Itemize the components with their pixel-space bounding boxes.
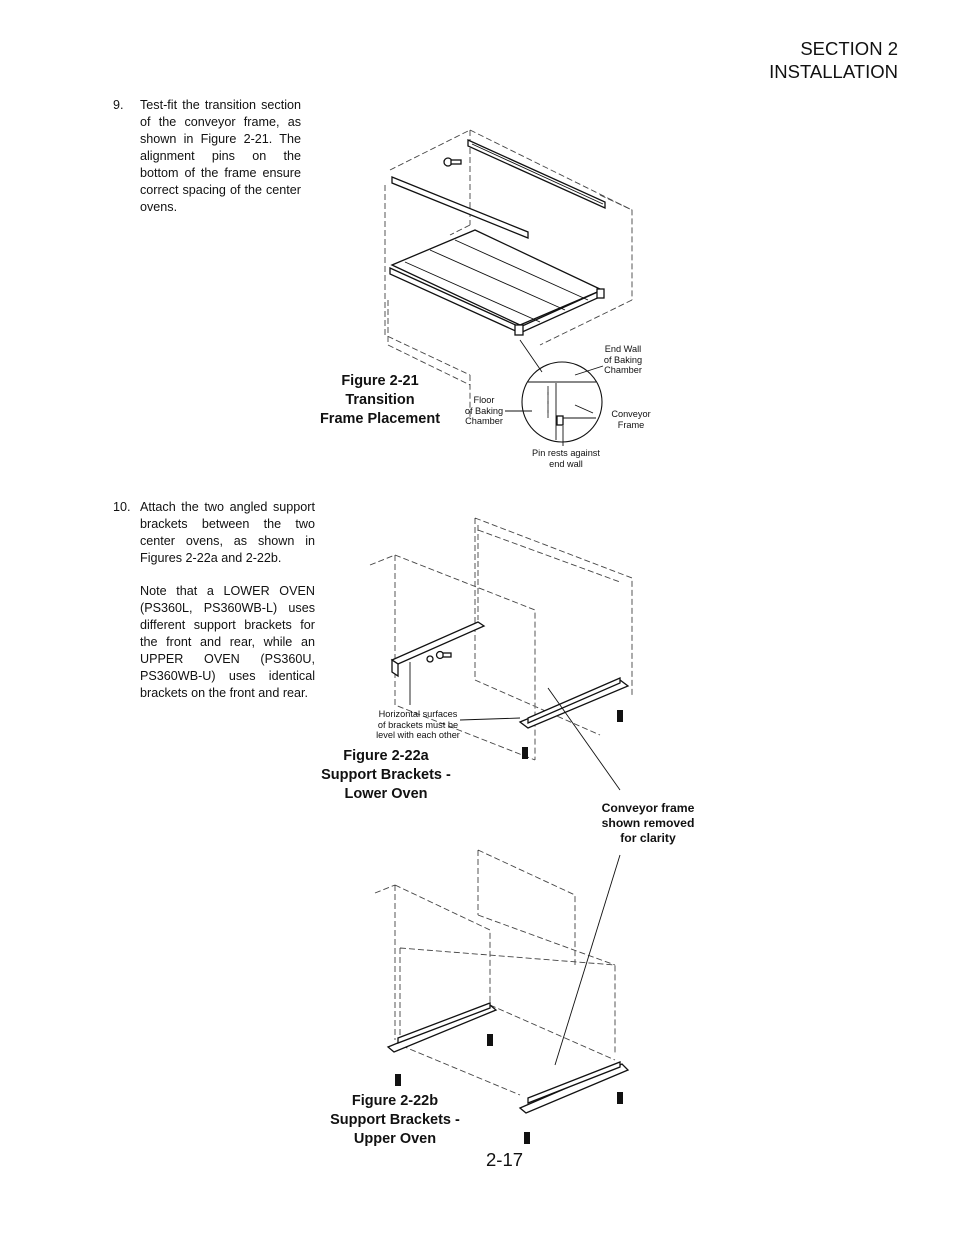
caption-line: Support Brackets - xyxy=(321,767,451,783)
figure-2-22b-caption: Figure 2-22b Support Brackets - Upper Ov… xyxy=(318,1092,472,1149)
callout-line: Conveyor xyxy=(611,409,651,419)
step-note: Note that a LOWER OVEN (PS360L, PS360WB-… xyxy=(140,584,315,700)
caption-line: Figure 2-22b xyxy=(351,1093,439,1109)
section-header: SECTION 2 INSTALLATION xyxy=(769,37,898,83)
callout-horizontal-surfaces: Horizontal surfaces of brackets must be … xyxy=(368,709,468,741)
step-10: 10. Attach the two angled support bracke… xyxy=(113,499,315,702)
callout-pin: Pin rests against end wall xyxy=(520,448,612,469)
callout-line: of brackets must be xyxy=(377,719,459,730)
note-line: shown removed xyxy=(601,816,695,830)
figure-2-21-drawing xyxy=(384,129,633,446)
callout-end-wall: End Wall of Baking Chamber xyxy=(593,344,653,376)
caption-line: Transition xyxy=(345,392,415,408)
callout-conveyor-frame: Conveyor Frame xyxy=(603,409,659,430)
callout-line: Chamber xyxy=(604,365,642,376)
callout-line: Horizontal surfaces xyxy=(378,709,458,719)
figure-2-21-caption: Figure 2-21 Transition Frame Placement xyxy=(310,372,450,429)
callout-floor: Floor of Baking Chamber xyxy=(456,395,512,427)
callout-line: end wall xyxy=(549,458,583,469)
step-9: 9. Test-fit the transition section of th… xyxy=(113,97,301,216)
callout-line: Chamber xyxy=(465,416,503,427)
note-line: Conveyor frame xyxy=(601,801,695,815)
callout-line: of Baking xyxy=(464,405,504,416)
page-number: 2-17 xyxy=(486,1149,524,1170)
callout-line: End Wall xyxy=(604,344,642,354)
note-line: for clarity xyxy=(620,831,676,845)
section-title: INSTALLATION xyxy=(769,61,898,82)
figure-2-22b-drawing xyxy=(374,849,630,1144)
figure-2-22a-drawing xyxy=(369,517,633,791)
caption-line: Figure 2-22a xyxy=(343,748,429,764)
figure-2-22a-caption: Figure 2-22a Support Brackets - Lower Ov… xyxy=(310,747,462,804)
conveyor-removed-note: Conveyor frame shown removed for clarity xyxy=(592,801,704,846)
caption-line: Frame Placement xyxy=(319,411,441,427)
callout-line: Floor xyxy=(473,395,495,405)
caption-line: Support Brackets - xyxy=(330,1112,460,1128)
step-number: 10. xyxy=(113,500,131,514)
caption-line: Lower Oven xyxy=(344,786,428,802)
step-number: 9. xyxy=(113,98,124,112)
section-number: SECTION 2 xyxy=(800,38,898,59)
caption-line: Figure 2-21 xyxy=(341,373,419,389)
callout-line: Pin rests against xyxy=(532,448,600,458)
callout-line: of Baking xyxy=(603,354,643,365)
caption-line: Upper Oven xyxy=(353,1131,437,1147)
step-text: Attach the two angled support brackets b… xyxy=(140,500,315,565)
callout-line: Frame xyxy=(617,419,645,430)
callout-line: level with each other xyxy=(376,730,460,741)
step-text: Test-fit the transition section of the c… xyxy=(140,98,301,214)
